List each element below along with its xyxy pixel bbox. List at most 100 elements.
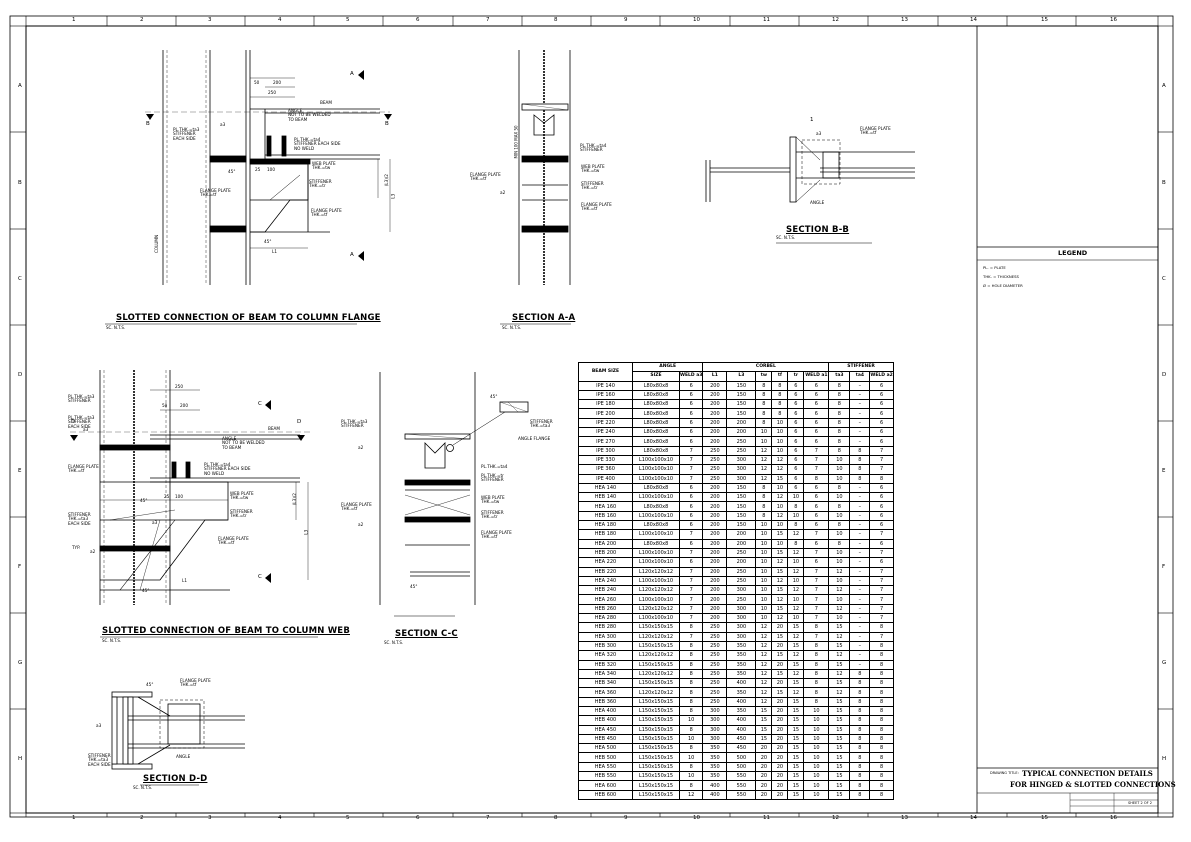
table-cell: L100x100x10 (632, 473, 680, 484)
label-web-weld-a2: a2 (90, 549, 96, 554)
table-cell: IPE 180 (578, 399, 633, 410)
section-mark-a-top: A (350, 71, 354, 77)
label-web-flange-plate-top: FLANGE PLATE THK.=tf (68, 464, 99, 474)
table-cell: 7 (869, 585, 894, 596)
table-cell: 8 (869, 743, 894, 754)
table-cell: 8 (849, 454, 871, 466)
table-cell: 10 (787, 575, 805, 587)
dim-aa: MIN 100 MAX 50 (513, 125, 519, 159)
table-cell: L100x100x10 (632, 612, 680, 624)
label-aa-flange-plate-right: FLANGE PLATE THK.=tf (581, 202, 612, 212)
label-aa-stiffener: STIFFENER THK.=tr (581, 181, 604, 191)
table-cell: 15 (828, 743, 851, 754)
table-cell: 8 (678, 687, 704, 698)
table-cell: 150 (726, 399, 757, 410)
table-cell: L80x80x8 (632, 538, 680, 549)
table-cell: 350 (726, 659, 757, 670)
section-mark-a-bottom: A (350, 252, 354, 258)
table-cell: 7 (803, 603, 830, 615)
table-cell: 250 (702, 668, 728, 680)
table-cell: 300 (726, 473, 757, 484)
table-cell: 6 (678, 417, 704, 429)
table-cell: 6 (803, 557, 830, 568)
grid-row-left-D: D (18, 372, 23, 378)
table-cell: L150x150x15 (632, 733, 680, 745)
table-cell: 250 (726, 594, 757, 605)
table-cell: 15 (828, 752, 851, 763)
label-cc-flange-plate-left: FLANGE PLATE THK.=tf (341, 502, 372, 512)
table-cell: 8 (849, 696, 871, 708)
table-cell: 6 (787, 427, 805, 438)
table-cell: HEB 180 (578, 529, 633, 540)
table-cell: 12 (755, 631, 773, 642)
section-mark-d-left: D (71, 419, 76, 425)
table-cell: HEB 550 (578, 771, 633, 782)
table-cell: 6 (869, 380, 894, 391)
grid-col-top-6: 6 (416, 17, 420, 23)
table-cell: IPE 160 (578, 389, 633, 401)
table-cell: 20 (771, 771, 789, 782)
dim-web-l1: L1 (182, 578, 187, 583)
table-cell: HEA 300 (578, 631, 633, 642)
table-cell: 10 (828, 510, 851, 522)
grid-col-bottom-6: 6 (416, 815, 420, 821)
table-cell: – (849, 501, 871, 512)
table-cell: 8 (869, 473, 894, 484)
table-cell: L150x150x15 (632, 724, 680, 735)
table-cell: 10 (828, 594, 851, 605)
table-cell: HEA 260 (578, 594, 633, 605)
label-flange-plate-right: FLANGE PLATE THK.=tf (311, 208, 342, 218)
table-cell: 10 (755, 557, 773, 568)
grid-col-top-7: 7 (486, 17, 490, 23)
table-cell: 200 (702, 547, 728, 559)
table-cell: L150x150x15 (632, 715, 680, 726)
table-cell: – (849, 529, 871, 540)
legend-item-plate: PL. = PLATE (983, 265, 1006, 270)
table-cell: 6 (869, 389, 894, 401)
grid-col-bottom-1: 1 (72, 815, 76, 821)
table-cell: 8 (869, 715, 894, 726)
table-cell: 7 (869, 631, 894, 642)
table-subheader: WELD a1 (803, 371, 830, 382)
table-cell: 15 (787, 715, 805, 726)
table-cell: 8 (803, 473, 830, 484)
table-cell: 12 (755, 650, 773, 661)
grid-col-bottom-9: 9 (624, 815, 628, 821)
table-cell: 15 (771, 547, 789, 559)
table-cell: 6 (869, 417, 894, 429)
table-cell: L80x80x8 (632, 389, 680, 401)
table-cell: 12 (755, 622, 773, 633)
table-cell: 6 (803, 408, 830, 419)
table-cell: 10 (828, 529, 851, 540)
table-cell: 12 (828, 603, 851, 615)
table-cell: 8 (787, 501, 805, 512)
table-cell: 8 (869, 640, 894, 652)
table-cell: 8 (755, 408, 773, 419)
table-cell: 7 (678, 612, 704, 624)
table-cell: 6 (869, 492, 894, 503)
grid-col-bottom-12: 12 (832, 815, 839, 821)
table-cell: 10 (678, 715, 704, 726)
table-cell: 350 (726, 650, 757, 661)
table-cell: 8 (678, 761, 704, 773)
table-cell: 8 (803, 659, 830, 670)
table-subheader: L1 (702, 371, 728, 382)
table-cell: 20 (771, 696, 789, 708)
table-cell: 8 (787, 520, 805, 531)
section-mark-c-bottom: C (258, 574, 262, 580)
table-cell: 15 (787, 640, 805, 652)
table-cell: 10 (828, 612, 851, 624)
table-cell: 300 (726, 464, 757, 475)
table-cell: L80x80x8 (632, 445, 680, 456)
table-cell: – (849, 399, 871, 410)
table-cell: 8 (755, 492, 773, 503)
table-cell: 6 (787, 417, 805, 429)
table-cell: 10 (755, 529, 773, 540)
